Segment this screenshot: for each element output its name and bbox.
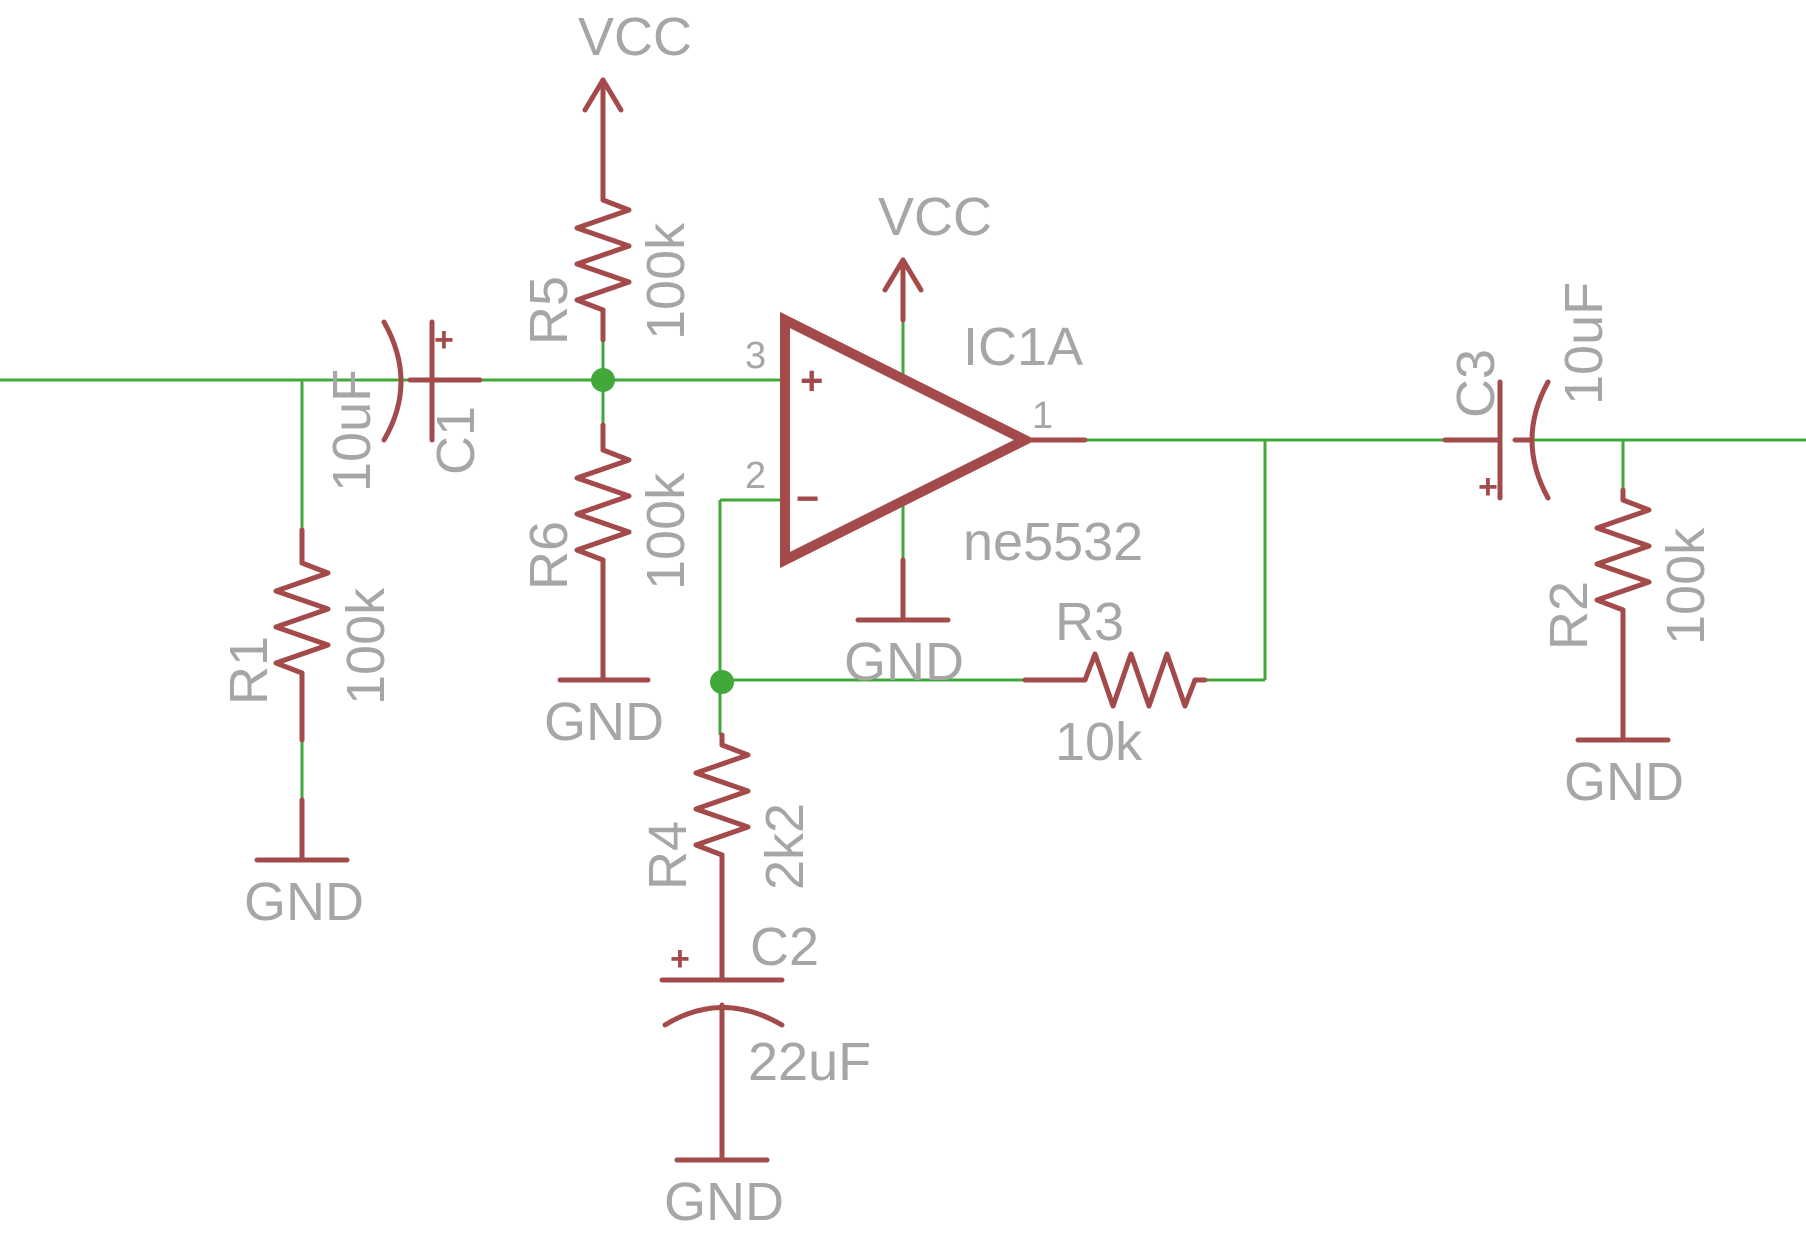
capacitor-c1: + C1 10uF [322,319,486,492]
resistor-r3: R3 10k [1022,592,1208,772]
resistor-r1: R1 100k [219,527,396,743]
ic1-noninv-sign: + [800,359,823,403]
r6-name: R6 [519,521,579,590]
c3-name: C3 [1446,349,1506,418]
r2-name: R2 [1539,581,1599,650]
c3-value: 10uF [1554,282,1614,405]
r4-value: 2k2 [755,803,815,890]
r1-value: 100k [336,587,396,705]
resistor-r2: R2 100k [1539,487,1716,743]
vcc-top: VCC [578,7,692,203]
ground-r6: GND [544,677,664,752]
ground-c2: GND [664,1157,784,1232]
r2-gnd-label: GND [1564,752,1684,812]
c3-polarity: + [1478,468,1498,506]
c1-name: C1 [426,406,486,475]
ic1-part: ne5532 [963,512,1143,572]
r5-value: 100k [636,222,696,340]
resistor-r6: R6 100k [519,422,696,683]
vcc-opamp: VCC [878,187,992,323]
resistor-r4: R4 2k2 [638,732,815,983]
r3-value: 10k [1055,712,1143,772]
c2-polarity: + [670,940,690,978]
ground-r2: GND [1564,737,1684,812]
r3-name: R3 [1055,592,1124,652]
ic1-name: IC1A [963,317,1083,377]
opamp-gnd-label: GND [844,632,964,692]
c1-polarity: + [434,321,454,359]
ic1-pin3: 3 [745,335,766,377]
r2-value: 100k [1656,527,1716,645]
wires [0,320,1806,800]
r1-gnd-label: GND [244,872,364,932]
r4-name: R4 [638,821,698,890]
vcc-top-label: VCC [578,7,692,67]
r6-gnd-label: GND [544,692,664,752]
junction-feedback-node [710,670,734,694]
resistor-r5: R5 100k [519,197,696,345]
capacitor-c3: + C3 10uF [1442,282,1614,506]
r5-name: R5 [519,276,579,345]
c2-name: C2 [750,917,819,977]
ic1-pin1: 1 [1032,395,1053,437]
c2-gnd-label: GND [664,1172,784,1232]
junction-noninv-node [591,368,615,392]
ground-opamp: GND [844,557,964,692]
ground-r1: GND [244,797,364,932]
c1-value: 10uF [322,369,382,492]
r1-name: R1 [219,636,279,705]
r6-value: 100k [636,472,696,590]
opamp-ic1a: 3 2 1 + − IC1A ne5532 [745,311,1143,572]
capacitor-c2: + C2 22uF [659,917,871,1163]
ic1-pin2: 2 [745,455,766,497]
vcc-opamp-label: VCC [878,187,992,247]
c2-value: 22uF [748,1032,871,1092]
ic1-inv-sign: − [796,477,819,521]
